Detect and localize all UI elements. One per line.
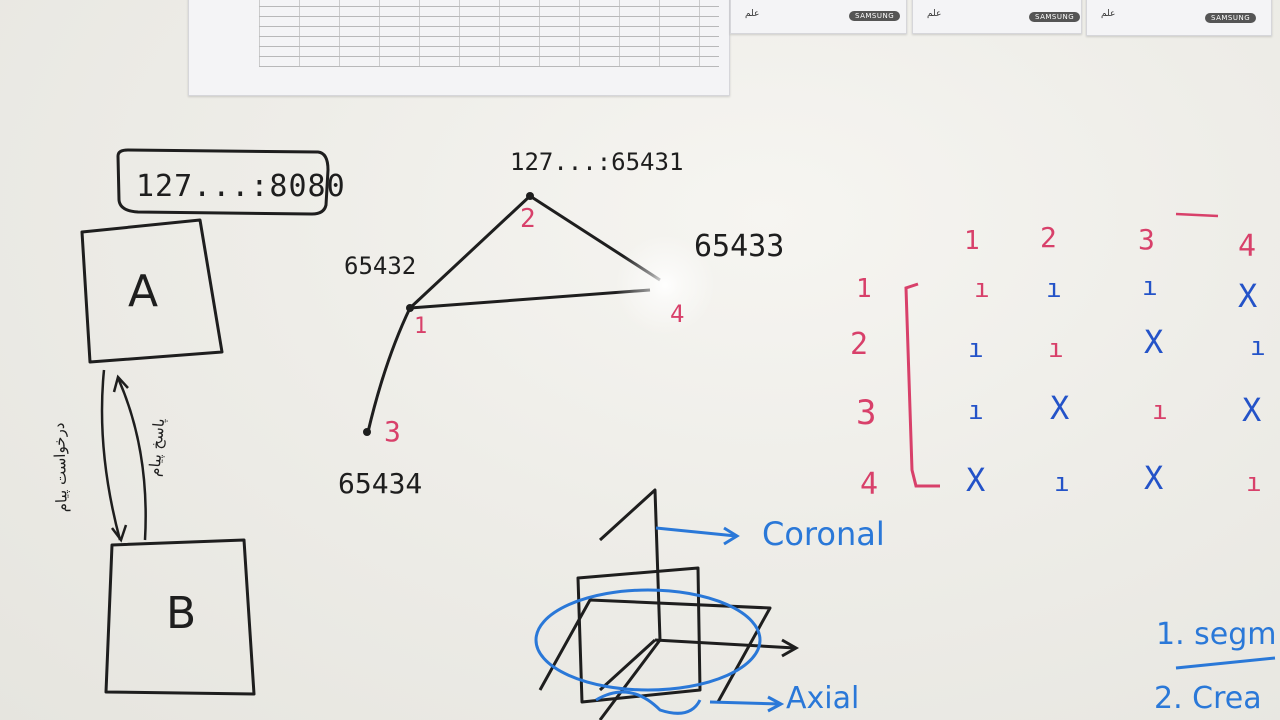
- node-dot-1: [406, 304, 414, 312]
- schedule-sheet: [188, 0, 730, 96]
- server-label-bubble: [116, 148, 330, 216]
- request-arrow: [100, 369, 122, 541]
- port-label-node-3: 65434: [338, 467, 423, 500]
- matrix-cell-4-1: X: [966, 461, 986, 499]
- node-id-1: 1: [414, 314, 428, 339]
- matrix-cell-2-2: ı: [1048, 334, 1064, 364]
- matrix-col-header-3: 3: [1138, 223, 1155, 256]
- matrix-cell-1-4: X: [1238, 277, 1258, 315]
- coronal-pointer: [655, 526, 737, 538]
- matrix-cell-3-3: ı: [1152, 396, 1168, 426]
- pinned-sheet-2: ﻋﻠﻢ SAMSUNG: [730, 0, 907, 34]
- brand-logo: ﻋﻠﻢ: [1101, 9, 1116, 19]
- matrix-bracket: [904, 282, 940, 488]
- server-address-label: 127...:8080: [136, 169, 346, 204]
- matrix-col-header-4: 4: [1238, 229, 1257, 264]
- matrix-row-header-1: 1: [856, 274, 872, 304]
- matrix-col-header-1: 1: [964, 226, 980, 256]
- coronal-label: Coronal: [762, 515, 885, 553]
- samsung-logo: SAMSUNG: [1205, 13, 1257, 23]
- top-address-label: 127...:65431: [510, 148, 684, 176]
- edge-1-3: [366, 307, 412, 433]
- response-arrow: [116, 377, 147, 541]
- node-id-2: 2: [520, 204, 536, 234]
- axial-pointer: [709, 700, 781, 706]
- pinned-sheet-3: ﻋﻠﻢ SAMSUNG: [912, 0, 1082, 34]
- matrix-cell-4-4: ı: [1246, 468, 1262, 498]
- box-a-label: A: [128, 266, 159, 317]
- matrix-cell-1-1: ı: [974, 274, 990, 304]
- anatomical-planes-sketch: [538, 488, 796, 720]
- port-label-node-1: 65432: [344, 252, 417, 280]
- matrix-cell-3-1: ı: [968, 396, 984, 426]
- request-arrow-label: درخواست پیام: [49, 422, 71, 513]
- note-underline: [1175, 656, 1276, 670]
- matrix-cell-3-4: X: [1242, 391, 1262, 429]
- overline-mark: [1175, 212, 1219, 218]
- matrix-cell-4-3: X: [1144, 459, 1164, 497]
- matrix-row-header-4: 4: [860, 467, 879, 502]
- matrix-cell-4-2: ı: [1054, 468, 1070, 498]
- node-id-3: 3: [384, 415, 401, 448]
- edge-1-2: [408, 194, 532, 310]
- matrix-cell-1-2: ı: [1046, 274, 1062, 304]
- matrix-cell-3-2: X: [1050, 389, 1070, 427]
- matrix-cell-2-4: ı: [1250, 332, 1266, 362]
- note-item-1: 1. segm: [1156, 617, 1277, 652]
- brand-logo: ﻋﻠﻢ: [745, 9, 760, 19]
- brand-logo: ﻋﻠﻢ: [927, 9, 942, 19]
- pinned-sheet-4: ﻋﻠﻢ SAMSUNG: [1086, 0, 1272, 36]
- node-dot-2: [526, 192, 534, 200]
- node-id-4: 4: [670, 300, 685, 328]
- axial-plane-ellipse: [534, 588, 762, 692]
- matrix-cell-2-3: X: [1144, 323, 1164, 361]
- box-a: [80, 218, 224, 364]
- box-b: [104, 538, 256, 696]
- box-b-label: B: [166, 588, 197, 639]
- matrix-row-header-2: 2: [850, 327, 869, 362]
- matrix-cell-2-1: ı: [968, 334, 984, 364]
- node-dot-3: [363, 428, 371, 436]
- samsung-logo: SAMSUNG: [849, 11, 901, 21]
- note-item-2: 2. Crea: [1154, 681, 1262, 716]
- port-label-node-4: 65433: [694, 229, 785, 264]
- axial-label: Axial: [786, 681, 860, 716]
- matrix-cell-1-3: ı: [1142, 272, 1158, 302]
- matrix-row-header-3: 3: [856, 393, 877, 433]
- matrix-col-header-2: 2: [1040, 221, 1057, 254]
- schedule-table: [259, 0, 719, 67]
- light-glare: [610, 230, 720, 340]
- samsung-logo: SAMSUNG: [1029, 12, 1081, 22]
